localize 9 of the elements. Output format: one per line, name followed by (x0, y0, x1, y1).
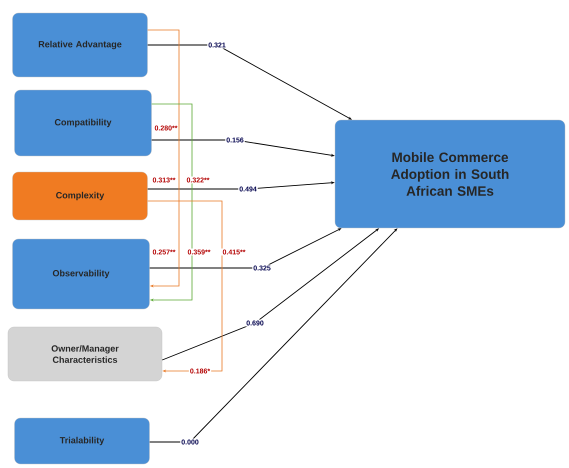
construct-box: Observability (12, 238, 150, 310)
construct-box: Relative Advantage (12, 12, 148, 78)
construct-box: Complexity (12, 172, 148, 220)
construct-box: Owner/Manager Characteristics (8, 326, 162, 382)
construct-box: Compatibility (14, 90, 152, 156)
arrow (147, 30, 180, 288)
construct-box: Trialability (14, 418, 150, 464)
arrow (147, 200, 222, 373)
outcome-box: Mobile Commerce Adoption in South African SMEs (334, 120, 566, 228)
